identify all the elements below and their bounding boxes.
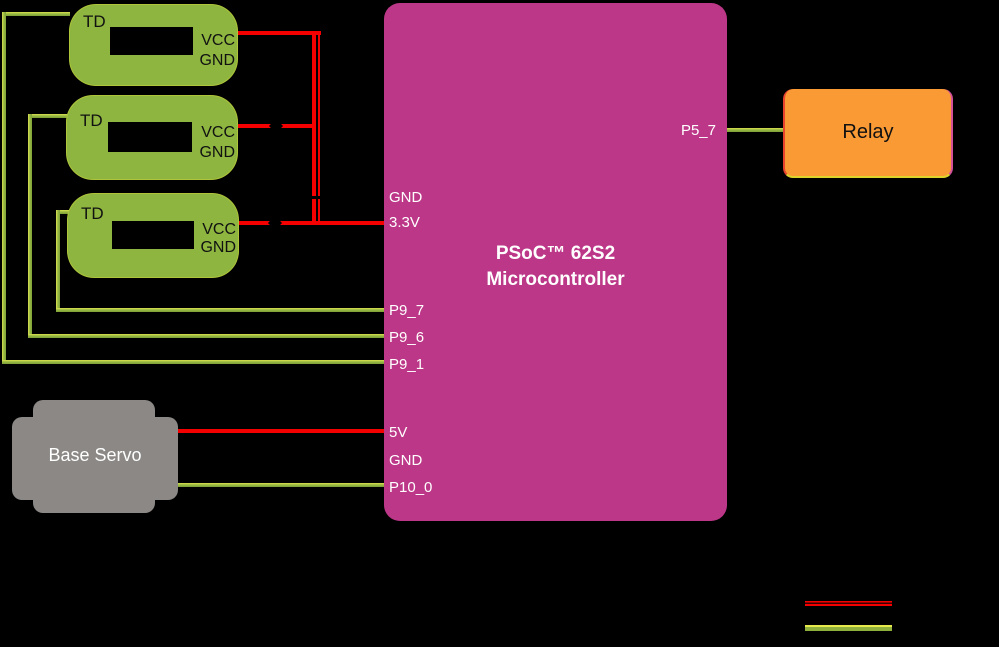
microcontroller-block: PSoC™ 62S2 Microcontroller — [384, 3, 727, 521]
wire-signal-sensor2-vertical — [28, 114, 32, 338]
sensor-display-window — [108, 122, 192, 152]
mcu-pin-gnd-1: GND — [389, 189, 423, 206]
legend-signal-wire-swatch — [805, 625, 892, 631]
wire-ground-servo — [170, 457, 385, 460]
vcc-pin-label: VCC — [201, 124, 235, 141]
wire-signal-sensor1 — [2, 12, 70, 16]
sensor-label: TD — [80, 111, 103, 130]
wire-signal-relay — [727, 128, 783, 132]
gnd-pin-label: GND — [200, 239, 236, 256]
wire-power-3v3 — [238, 221, 385, 225]
mcu-title-line1: PSoC™ 62S2 — [495, 243, 616, 264]
mcu-pin-p9-6: P9_6 — [389, 329, 425, 346]
mcu-pin-p5-7: P5_7 — [680, 122, 716, 139]
wire-power-servo-5v — [177, 429, 385, 433]
wire-signal-servo-p10-0 — [177, 483, 385, 487]
wire-signal-sensor3 — [56, 210, 69, 214]
wire-signal-p9-7 — [56, 308, 385, 312]
wire-signal-sensor1-vertical — [2, 12, 6, 364]
legend-power-wire-swatch — [805, 601, 892, 606]
sensor-block-1: TD VCC GND — [70, 5, 237, 85]
wire-power-bus-2 — [318, 31, 320, 225]
mcu-pin-p9-1: P9_1 — [389, 356, 425, 373]
vcc-pin-label: VCC — [202, 221, 236, 238]
servo-label: Base Servo — [48, 445, 142, 465]
mcu-title: PSoC™ 62S2 Microcontroller — [384, 241, 727, 293]
sensor-label: TD — [83, 12, 106, 31]
wire-signal-p9-1 — [2, 360, 385, 364]
servo-body — [12, 417, 178, 500]
mcu-pin-3v3: 3.3V — [389, 214, 420, 231]
base-servo-block: Base Servo — [12, 400, 178, 513]
wire-junction-marker — [268, 118, 284, 134]
wire-signal-p9-6 — [28, 334, 385, 338]
mcu-pin-5v: 5V — [389, 424, 408, 441]
sensor-display-window — [112, 221, 194, 249]
mcu-pin-p9-7: P9_7 — [389, 302, 425, 319]
wire-junction-marker — [267, 215, 283, 231]
mcu-pin-gnd-2: GND — [389, 452, 423, 469]
wire-signal-sensor3-vertical — [56, 210, 60, 312]
gnd-pin-label: GND — [199, 144, 235, 161]
wire-ground-bus — [240, 196, 385, 199]
relay-block: Relay — [783, 89, 953, 178]
wire-power-sensor1 — [237, 31, 321, 35]
sensor-block-2: TD VCC GND — [67, 96, 237, 179]
mcu-title-line2: Microcontroller — [486, 269, 625, 290]
sensor-block-3: TD VCC GND — [68, 194, 238, 277]
wire-signal-sensor2 — [28, 114, 68, 118]
sensor-label: TD — [81, 204, 104, 223]
relay-label: Relay — [842, 121, 894, 143]
mcu-pin-p10-0: P10_0 — [389, 479, 433, 496]
vcc-pin-label: VCC — [201, 32, 235, 49]
sensor-display-window — [110, 27, 193, 55]
gnd-pin-label: GND — [199, 52, 235, 69]
wire-power-bus — [312, 31, 316, 225]
